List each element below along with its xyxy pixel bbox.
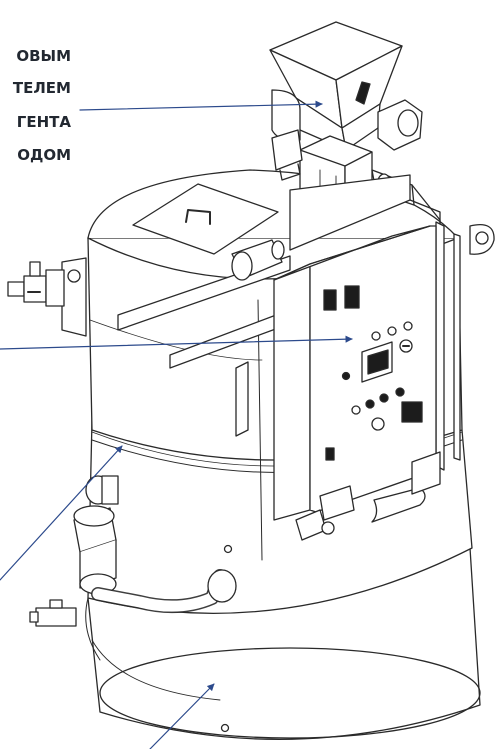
leader-lower-tank — [149, 683, 215, 749]
upper-valve-icon — [7, 261, 65, 307]
leader-lines — [0, 100, 353, 749]
bottom-piping — [29, 451, 441, 627]
callout-line-4: ОДОМ — [17, 146, 71, 164]
panel-label-plate — [323, 289, 337, 311]
callout-line-2: ТЕЛЕМ — [12, 79, 71, 97]
leader-middle-tank — [0, 445, 123, 581]
hatch-handle-icon — [185, 209, 211, 225]
bottom-valve-icon — [35, 607, 77, 627]
callout-line-1: ОВЫМ — [16, 47, 71, 65]
leader-panel — [0, 335, 353, 350]
side-latch — [235, 361, 249, 437]
support-frame — [289, 174, 461, 471]
vent-grille-icon — [401, 401, 423, 423]
top-actuator — [231, 239, 285, 281]
middle-bolt-icon — [223, 544, 233, 554]
lid-hatch — [132, 183, 279, 255]
callout-line-3: ГЕНТА — [16, 113, 71, 131]
level-gauge — [469, 223, 495, 255]
control-panel — [273, 225, 437, 521]
leader-hopper — [79, 100, 323, 111]
drain-plug-icon — [220, 723, 230, 733]
